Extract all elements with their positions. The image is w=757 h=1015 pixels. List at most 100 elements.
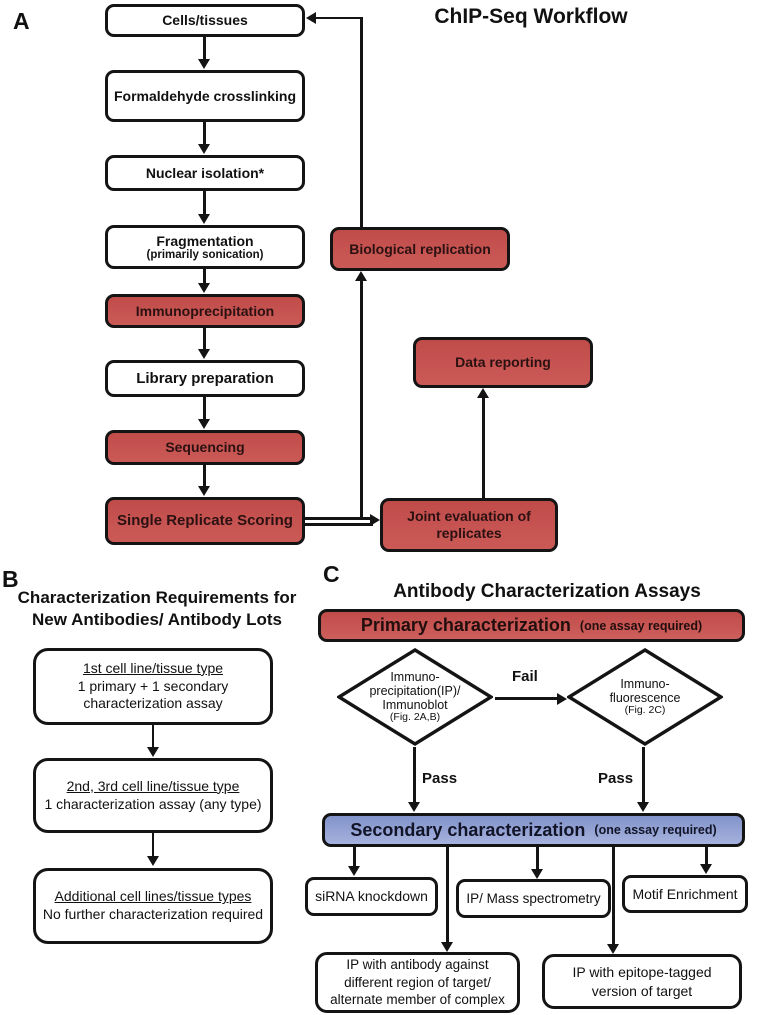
diamond-ip-line1: Immuno- <box>390 669 440 684</box>
connector-branch-to-biological <box>360 280 363 520</box>
connector-scoring-to-joint-top <box>305 517 373 520</box>
ip-region-line3: alternate member of complex <box>330 992 505 1008</box>
arrowhead-up-icon <box>477 388 489 398</box>
arrowhead-down-icon <box>607 944 619 954</box>
connector-library-to-sequencing <box>203 397 206 421</box>
connector-formaldehyde-to-nuclear <box>203 122 206 146</box>
primary-banner-label: Primary characterization <box>360 615 571 635</box>
arrowhead-right-icon <box>370 514 380 526</box>
first-cell-line-text1: 1 primary + 1 secondary <box>77 677 229 694</box>
diamond-shape-icon <box>565 648 725 746</box>
connector-fail <box>495 697 559 700</box>
panel-c-title: Antibody Characterization Assays <box>393 581 701 602</box>
node-cells-tissues: Cells/tissues <box>105 4 305 37</box>
node-first-cell-line: 1st cell line/tissue type 1 primary + 1 … <box>33 648 273 725</box>
panel-b-title-line2: New Antibodies/ Antibody Lots <box>32 610 282 629</box>
node-joint-evaluation: Joint evaluation of replicates <box>380 498 558 552</box>
arrowhead-down-icon <box>146 856 159 866</box>
ip-epitope-line2: version of target <box>591 982 693 999</box>
arrowhead-down-icon <box>198 419 210 429</box>
node-ip-antibody-region: IP with antibody against different regio… <box>315 952 520 1013</box>
node-formaldehyde-crosslinking: Formaldehyde crosslinking <box>105 70 305 122</box>
arrowhead-down-icon <box>198 283 210 293</box>
node-additional-cell-lines: Additional cell lines/tissue types No fu… <box>33 868 273 944</box>
node-single-replicate-scoring: Single Replicate Scoring <box>105 497 305 545</box>
additional-heading: Additional cell lines/tissue types <box>54 888 252 905</box>
panel-b-title-line1: Characterization Requirements for <box>17 588 297 607</box>
connector-pass-left <box>413 747 416 804</box>
connector-pass-right <box>642 747 645 804</box>
node-data-reporting: Data reporting <box>413 337 593 388</box>
decision-immunofluorescence: Immuno- fluorescence (Fig. 2C) <box>565 648 725 751</box>
second-third-text: 1 characterization assay (any type) <box>44 795 262 812</box>
node-sirna-knockdown: siRNA knockdown <box>305 877 438 916</box>
connector-fragmentation-to-ip <box>203 269 206 285</box>
connector-b2-to-b3 <box>151 833 155 858</box>
arrowhead-down-icon <box>198 59 210 69</box>
first-cell-line-heading: 1st cell line/tissue type <box>82 659 224 676</box>
arrowhead-up-icon <box>355 271 367 281</box>
diamond-if-line3: (Fig. 2C) <box>624 704 666 717</box>
connector-to-ip-region <box>446 847 449 943</box>
arrowhead-down-icon <box>441 942 453 952</box>
connector-to-mass-spec <box>536 847 539 870</box>
ip-region-line2: different region of target/ <box>344 974 491 990</box>
secondary-banner-label: Secondary characterization <box>350 819 586 840</box>
arrowhead-down-icon <box>198 144 210 154</box>
connector-to-motif <box>705 847 708 866</box>
arrowhead-down-icon <box>198 214 210 224</box>
arrowhead-left-icon <box>306 12 316 24</box>
connector-scoring-to-joint-bottom <box>305 523 373 526</box>
arrowhead-down-icon <box>408 802 420 812</box>
banner-primary-characterization: Primary characterization (one assay requ… <box>318 609 745 642</box>
node-motif-enrichment: Motif Enrichment <box>622 875 748 913</box>
diamond-shape-icon <box>335 648 495 746</box>
diamond-if-line1: Immuno- <box>620 676 670 691</box>
connector-joint-to-data-reporting <box>482 396 485 498</box>
arrowhead-right-icon <box>557 692 567 705</box>
node-fragmentation: Fragmentation (primarily sonication) <box>105 225 305 269</box>
secondary-banner-subtext: (one assay required) <box>594 823 717 837</box>
panel-a-label: A <box>13 8 30 34</box>
pass-label-left: Pass <box>422 770 458 787</box>
node-second-third-cell-line: 2nd, 3rd cell line/tissue type 1 charact… <box>33 758 273 833</box>
panel-a-title: ChIP-Seq Workflow <box>434 5 628 28</box>
second-third-heading: 2nd, 3rd cell line/tissue type <box>66 777 240 794</box>
node-library-preparation: Library preparation <box>105 360 305 397</box>
banner-secondary-characterization: Secondary characterization (one assay re… <box>322 813 745 847</box>
connector-nuclear-to-fragmentation <box>203 191 206 216</box>
node-immunoprecipitation: Immunoprecipitation <box>105 294 305 328</box>
node-sequencing: Sequencing <box>105 430 305 465</box>
connector-to-sirna <box>353 847 356 867</box>
node-biological-replication: Biological replication <box>330 227 510 271</box>
arrowhead-down-icon <box>146 747 159 757</box>
ip-epitope-line1: IP with epitope-tagged <box>572 964 712 981</box>
connector-loop-horizontal <box>313 16 363 20</box>
node-fragmentation-label: Fragmentation <box>156 232 254 249</box>
fail-label: Fail <box>512 668 538 685</box>
arrowhead-down-icon <box>348 866 360 876</box>
panel-c-label: C <box>323 561 340 587</box>
first-cell-line-text2: characterization assay <box>83 695 223 712</box>
connector-loop-vertical <box>360 17 363 227</box>
diamond-ip-line4: (Fig. 2A,B) <box>389 711 441 724</box>
additional-text: No further characterization required <box>42 906 264 922</box>
connector-to-ip-epitope <box>612 847 615 945</box>
arrowhead-down-icon <box>198 349 210 359</box>
primary-banner-subtext: (one assay required) <box>579 618 703 633</box>
connector-sequencing-to-scoring <box>203 465 206 488</box>
connector-b1-to-b2 <box>151 725 155 749</box>
arrowhead-down-icon <box>531 869 543 879</box>
diamond-ip-line3: Immunoblot <box>382 698 448 713</box>
diamond-if-line2: fluorescence <box>609 691 681 706</box>
arrowhead-down-icon <box>198 486 210 496</box>
arrowhead-down-icon <box>637 802 649 812</box>
node-ip-epitope-tagged: IP with epitope-tagged version of target <box>542 954 742 1009</box>
ip-region-line1: IP with antibody against <box>346 957 489 973</box>
node-nuclear-isolation: Nuclear isolation* <box>105 155 305 191</box>
node-ip-mass-spectrometry: IP/ Mass spectrometry <box>456 879 611 918</box>
connector-ip-to-library <box>203 328 206 351</box>
node-fragmentation-subtext: (primarily sonication) <box>146 249 264 262</box>
diamond-ip-line2: precipitation(IP)/ <box>369 683 461 698</box>
